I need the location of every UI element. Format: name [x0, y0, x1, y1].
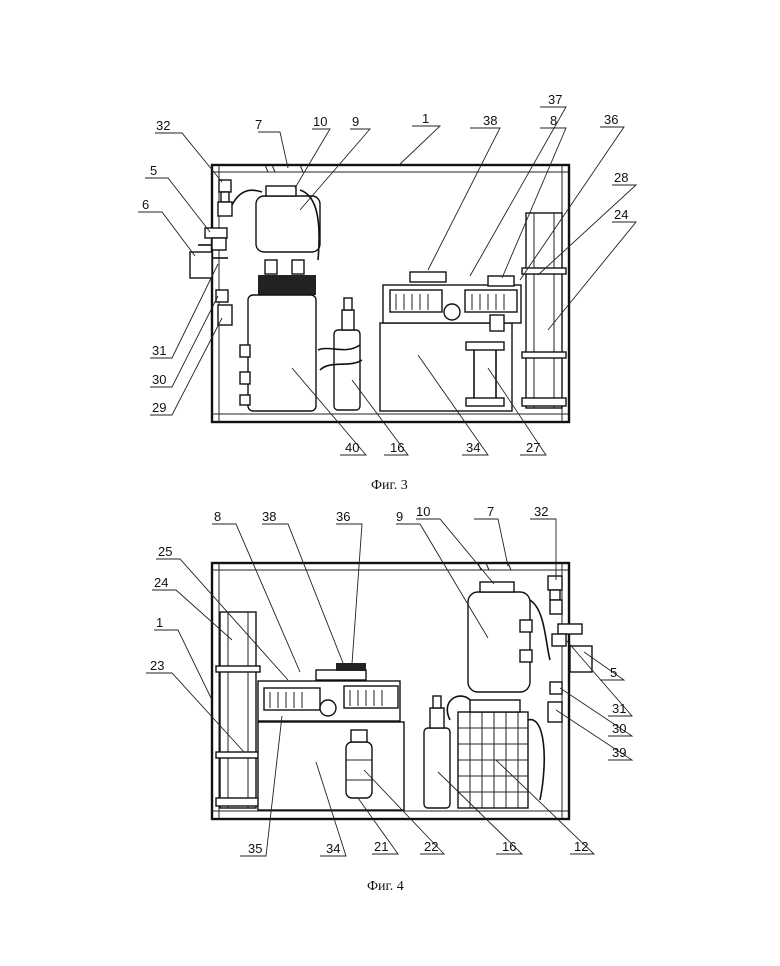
fig4-label: 31	[612, 701, 626, 716]
fig4-label: 7	[487, 504, 494, 519]
figure-3: 32 7 10 9 1 38 37 8 36 28 24 5 6 31 30 2…	[138, 92, 636, 493]
fig3-label: 31	[152, 343, 166, 358]
fig3-label: 10	[313, 114, 327, 129]
fig4-label: 1	[156, 615, 163, 630]
fig3-label: 16	[390, 440, 404, 455]
fig3-label: 9	[352, 114, 359, 129]
fig3-tank-9	[232, 186, 320, 260]
fig4-label: 5	[610, 665, 617, 680]
fig4-label: 10	[416, 504, 430, 519]
fig3-label: 40	[345, 440, 359, 455]
fig4-label: 35	[248, 841, 262, 856]
fig4-right-valves	[530, 576, 592, 722]
fig3-radiator-40	[240, 260, 316, 411]
fig3-label: 30	[152, 372, 166, 387]
fig3-label: 29	[152, 400, 166, 415]
fig3-label: 37	[548, 92, 562, 107]
fig4-label: 16	[502, 839, 516, 854]
fig4-label: 32	[534, 504, 548, 519]
fig3-label: 28	[614, 170, 628, 185]
fig3-label: 38	[483, 113, 497, 128]
fig3-column-24	[522, 213, 566, 408]
fig4-tank-9	[468, 582, 532, 692]
fig4-label: 24	[154, 575, 168, 590]
fig4-label: 36	[336, 509, 350, 524]
fig4-label: 39	[612, 745, 626, 760]
fig3-caption: Фиг. 3	[371, 478, 408, 493]
fig4-label: 34	[326, 841, 340, 856]
fig4-label: 21	[374, 839, 388, 854]
fig3-filter-16	[318, 298, 362, 410]
fig4-caption: Фиг. 4	[367, 879, 404, 894]
fig4-label: 8	[214, 509, 221, 524]
fig4-radiator-12	[447, 696, 544, 808]
fig4-label: 9	[396, 509, 403, 524]
fig3-label: 6	[142, 197, 149, 212]
fig3-label: 24	[614, 207, 628, 222]
fig3-label: 32	[156, 118, 170, 133]
fig3-label: 1	[422, 111, 429, 126]
fig4-label: 25	[158, 544, 172, 559]
fig4-label: 22	[424, 839, 438, 854]
fig3-label: 34	[466, 440, 480, 455]
fig3-label: 7	[255, 117, 262, 132]
fig3-label: 36	[604, 112, 618, 127]
fig3-label: 8	[550, 113, 557, 128]
fig3-label: 27	[526, 440, 540, 455]
fig4-label: 12	[574, 839, 588, 854]
fig4-label: 30	[612, 721, 626, 736]
fig4-label: 38	[262, 509, 276, 524]
fig4-label: 23	[150, 658, 164, 673]
fig4-filter-16	[424, 696, 450, 808]
figure-4: 8 38 36 9 10 7 32 25 24 1 23 5 31 30 39 …	[146, 504, 632, 894]
fig3-label: 5	[150, 163, 157, 178]
